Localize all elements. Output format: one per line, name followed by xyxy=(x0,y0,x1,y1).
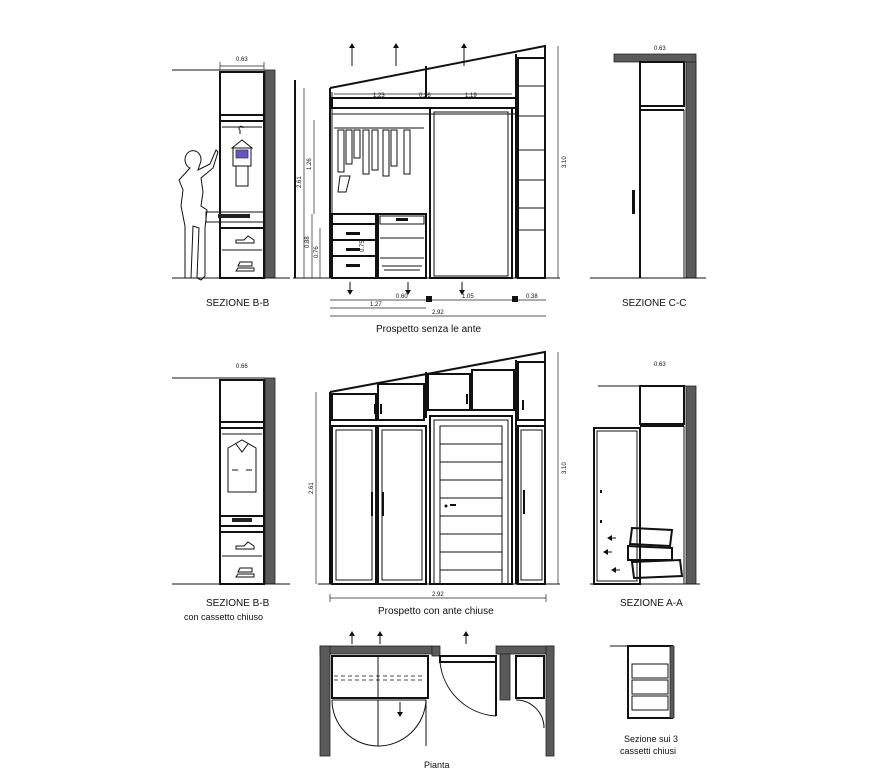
dim-top-w2: 0.26 xyxy=(419,93,431,99)
dim-cc-width: 0.63 xyxy=(654,46,666,52)
sezione-aa-view: 0.63 xyxy=(590,362,700,585)
dim-h-left-mid: 1.26 xyxy=(307,158,313,170)
dim-bottom-total: 2.92 xyxy=(432,310,444,316)
hanging-clothes xyxy=(337,129,411,193)
label-sezione-bb-bottom-sub: con cassetto chiuso xyxy=(184,612,263,622)
label-sezione-3-line1: Sezione sui 3 xyxy=(624,734,678,744)
dim-bb-top-width: 0.63 xyxy=(236,57,248,63)
sezione-bb-bottom-view: 0.66 xyxy=(172,364,290,585)
label-prospetto-senza: Prospetto senza le ante xyxy=(376,324,482,335)
dim-h-drawer: 0.75 xyxy=(360,240,366,252)
sezione-bb-top-view: 0.63 xyxy=(172,57,290,281)
label-pianta: Pianta xyxy=(424,760,450,770)
sezione-3-cassetti-view xyxy=(610,645,675,719)
label-prospetto-con: Prospetto con ante chiuse xyxy=(378,606,494,617)
dim-bb-bottom-width: 0.66 xyxy=(236,364,248,370)
label-sezione-bb-top: SEZIONE B-B xyxy=(206,298,270,309)
label-sezione-cc: SEZIONE C-C xyxy=(622,298,686,309)
label-sezione-3-line2: cassetti chiusi xyxy=(620,746,676,756)
dim-aa-width: 0.63 xyxy=(654,362,666,368)
dim-bottom-w3: 1.05 xyxy=(462,294,474,300)
dim-con-total: 2.92 xyxy=(432,592,444,598)
label-sezione-bb-bottom: SEZIONE B-B xyxy=(206,598,270,609)
dim-con-left-h: 2.61 xyxy=(309,482,315,494)
dim-bottom-w1: 1.27 xyxy=(370,302,382,308)
dim-bottom-w2: 0.60 xyxy=(396,294,408,300)
sezione-cc-view: 0.63 xyxy=(590,46,706,279)
pianta-view xyxy=(319,631,555,757)
wall-section xyxy=(264,69,276,279)
prospetto-con-ante-view: 2.61 3.10 2.92 xyxy=(309,350,568,602)
dim-h-left-low2: 0.76 xyxy=(314,246,320,258)
dim-h-right-total: 3.10 xyxy=(562,156,568,168)
dim-con-right-h: 3.10 xyxy=(562,462,568,474)
dim-top-w3: 1.19 xyxy=(465,93,477,99)
label-sezione-aa: SEZIONE A-A xyxy=(620,598,683,609)
dim-bottom-w4: 0.38 xyxy=(526,294,538,300)
dim-h-left-low1: 0.88 xyxy=(305,236,311,248)
dim-h-left-total: 2.61 xyxy=(297,176,303,188)
dim-top-w1: 1.23 xyxy=(373,93,385,99)
prospetto-senza-ante-view: 1.23 0.26 1.19 2.61 1.26 0.88 0.76 0.75 … xyxy=(293,43,568,317)
